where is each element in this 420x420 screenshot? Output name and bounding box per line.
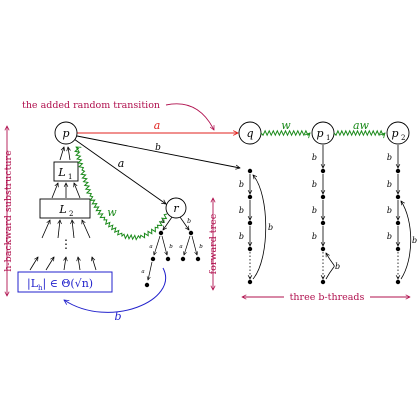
thread-node <box>395 246 401 252</box>
box-L1-sub: 1 <box>68 173 72 181</box>
tree-node <box>188 230 194 236</box>
thread-node <box>395 168 401 174</box>
thread-node <box>247 168 253 174</box>
edge-p-thread <box>76 135 240 168</box>
edge-p-thread-label: b <box>155 143 161 153</box>
thread-node <box>320 246 326 252</box>
thread-node <box>395 194 401 200</box>
thread-edge-label: b <box>239 232 244 241</box>
node-p2-label: p <box>391 127 398 140</box>
random-transition-label: the added random transition <box>22 100 160 111</box>
node-p-label: p <box>62 127 69 140</box>
tree-label-b1: b <box>187 218 191 225</box>
thread-edge-label: b <box>312 153 317 162</box>
forward-tree: a b a b a b a <box>141 216 203 288</box>
edge-blue-b <box>64 267 166 313</box>
edge-p-r <box>73 138 166 204</box>
edge-r-p-wavy-label: w <box>107 206 117 219</box>
node-r: r <box>165 197 187 219</box>
tree-node <box>144 282 150 288</box>
node-p1-label: p <box>316 127 323 140</box>
b-threads: b b b b b b b b b b b b b b <box>239 145 417 285</box>
node-p1: p 1 <box>311 121 335 145</box>
tree-label-a1: a <box>161 218 165 225</box>
tree-node <box>195 256 201 262</box>
edge-q-p1 <box>260 129 310 135</box>
tree-label-b2: b <box>169 244 173 250</box>
three-threads-label: three b-threads <box>290 292 365 303</box>
tree-node <box>150 256 156 262</box>
thread-node <box>395 279 401 285</box>
thread-edge-label: b <box>239 206 244 215</box>
node-p2-sub: 2 <box>401 134 405 142</box>
tree-node <box>165 256 171 262</box>
box-L1-label: L <box>57 166 65 179</box>
box-L2 <box>39 198 91 219</box>
thread-node <box>247 279 253 285</box>
thread-node <box>395 220 401 226</box>
thread-back-edge-label: b <box>268 223 273 232</box>
thread-edge-label: b <box>387 206 392 215</box>
thread-back-edge-label: b <box>335 262 340 271</box>
thread-back-edge <box>253 175 267 280</box>
node-q-label: q <box>246 127 253 140</box>
thread-edge-label: b <box>312 206 317 215</box>
thread-node <box>247 220 253 226</box>
thread-edge-label: b <box>387 153 392 162</box>
node-q: q <box>238 121 262 145</box>
node-r-label: r <box>173 202 179 215</box>
h-backward-label: h-backward substructure <box>3 150 14 272</box>
thread-edge-label: b <box>312 232 317 241</box>
thread-edge-label: b <box>387 180 392 189</box>
thread-edge-label: b <box>312 180 317 189</box>
edge-r-p-wavy <box>74 147 168 241</box>
tree-node <box>158 230 164 236</box>
tree-label-a2: a <box>149 244 152 250</box>
box-Lh <box>17 271 113 293</box>
box-L2-sub: 2 <box>69 210 73 218</box>
thread-back-edge <box>326 253 335 280</box>
thread-back-edge <box>401 201 412 280</box>
node-p1-sub: 1 <box>326 134 330 142</box>
edge-p-q-label: a <box>154 119 161 132</box>
node-p: p <box>54 121 78 145</box>
thread-node <box>320 194 326 200</box>
thread-node <box>247 246 253 252</box>
edge-blue-b-label: b <box>114 310 121 323</box>
thread-node <box>320 168 326 174</box>
edge-q-p1-label: w <box>281 119 291 132</box>
node-p2: p 2 <box>386 121 410 145</box>
edge-p-r-label: a <box>118 157 125 170</box>
tree-label-a3: a <box>179 244 182 250</box>
forward-tree-label: forward tree <box>208 213 219 274</box>
tree-label-a4: a <box>141 269 144 275</box>
vdots: ⋮ <box>60 237 72 251</box>
thread-back-edge-label: b <box>412 236 417 245</box>
box-L2-label: L <box>58 203 66 216</box>
tree-node <box>180 256 186 262</box>
tree-label-b3: b <box>199 244 203 250</box>
backward-structure: L 1 L 2 ⋮ |Lh| ∈ Θ(√n) <box>17 147 113 293</box>
thread-edge-label: b <box>387 232 392 241</box>
thread-edge-label: b <box>239 180 244 189</box>
thread-node <box>320 220 326 226</box>
thread-node <box>247 194 253 200</box>
random-transition-arrow <box>165 103 215 130</box>
box-L1 <box>53 161 79 182</box>
thread-node <box>320 279 326 285</box>
edge-p1-p2-label: aw <box>353 119 370 132</box>
edge-p1-p2 <box>333 129 385 135</box>
box-Lh-label: |Lh| ∈ Θ(√n) <box>27 277 93 292</box>
